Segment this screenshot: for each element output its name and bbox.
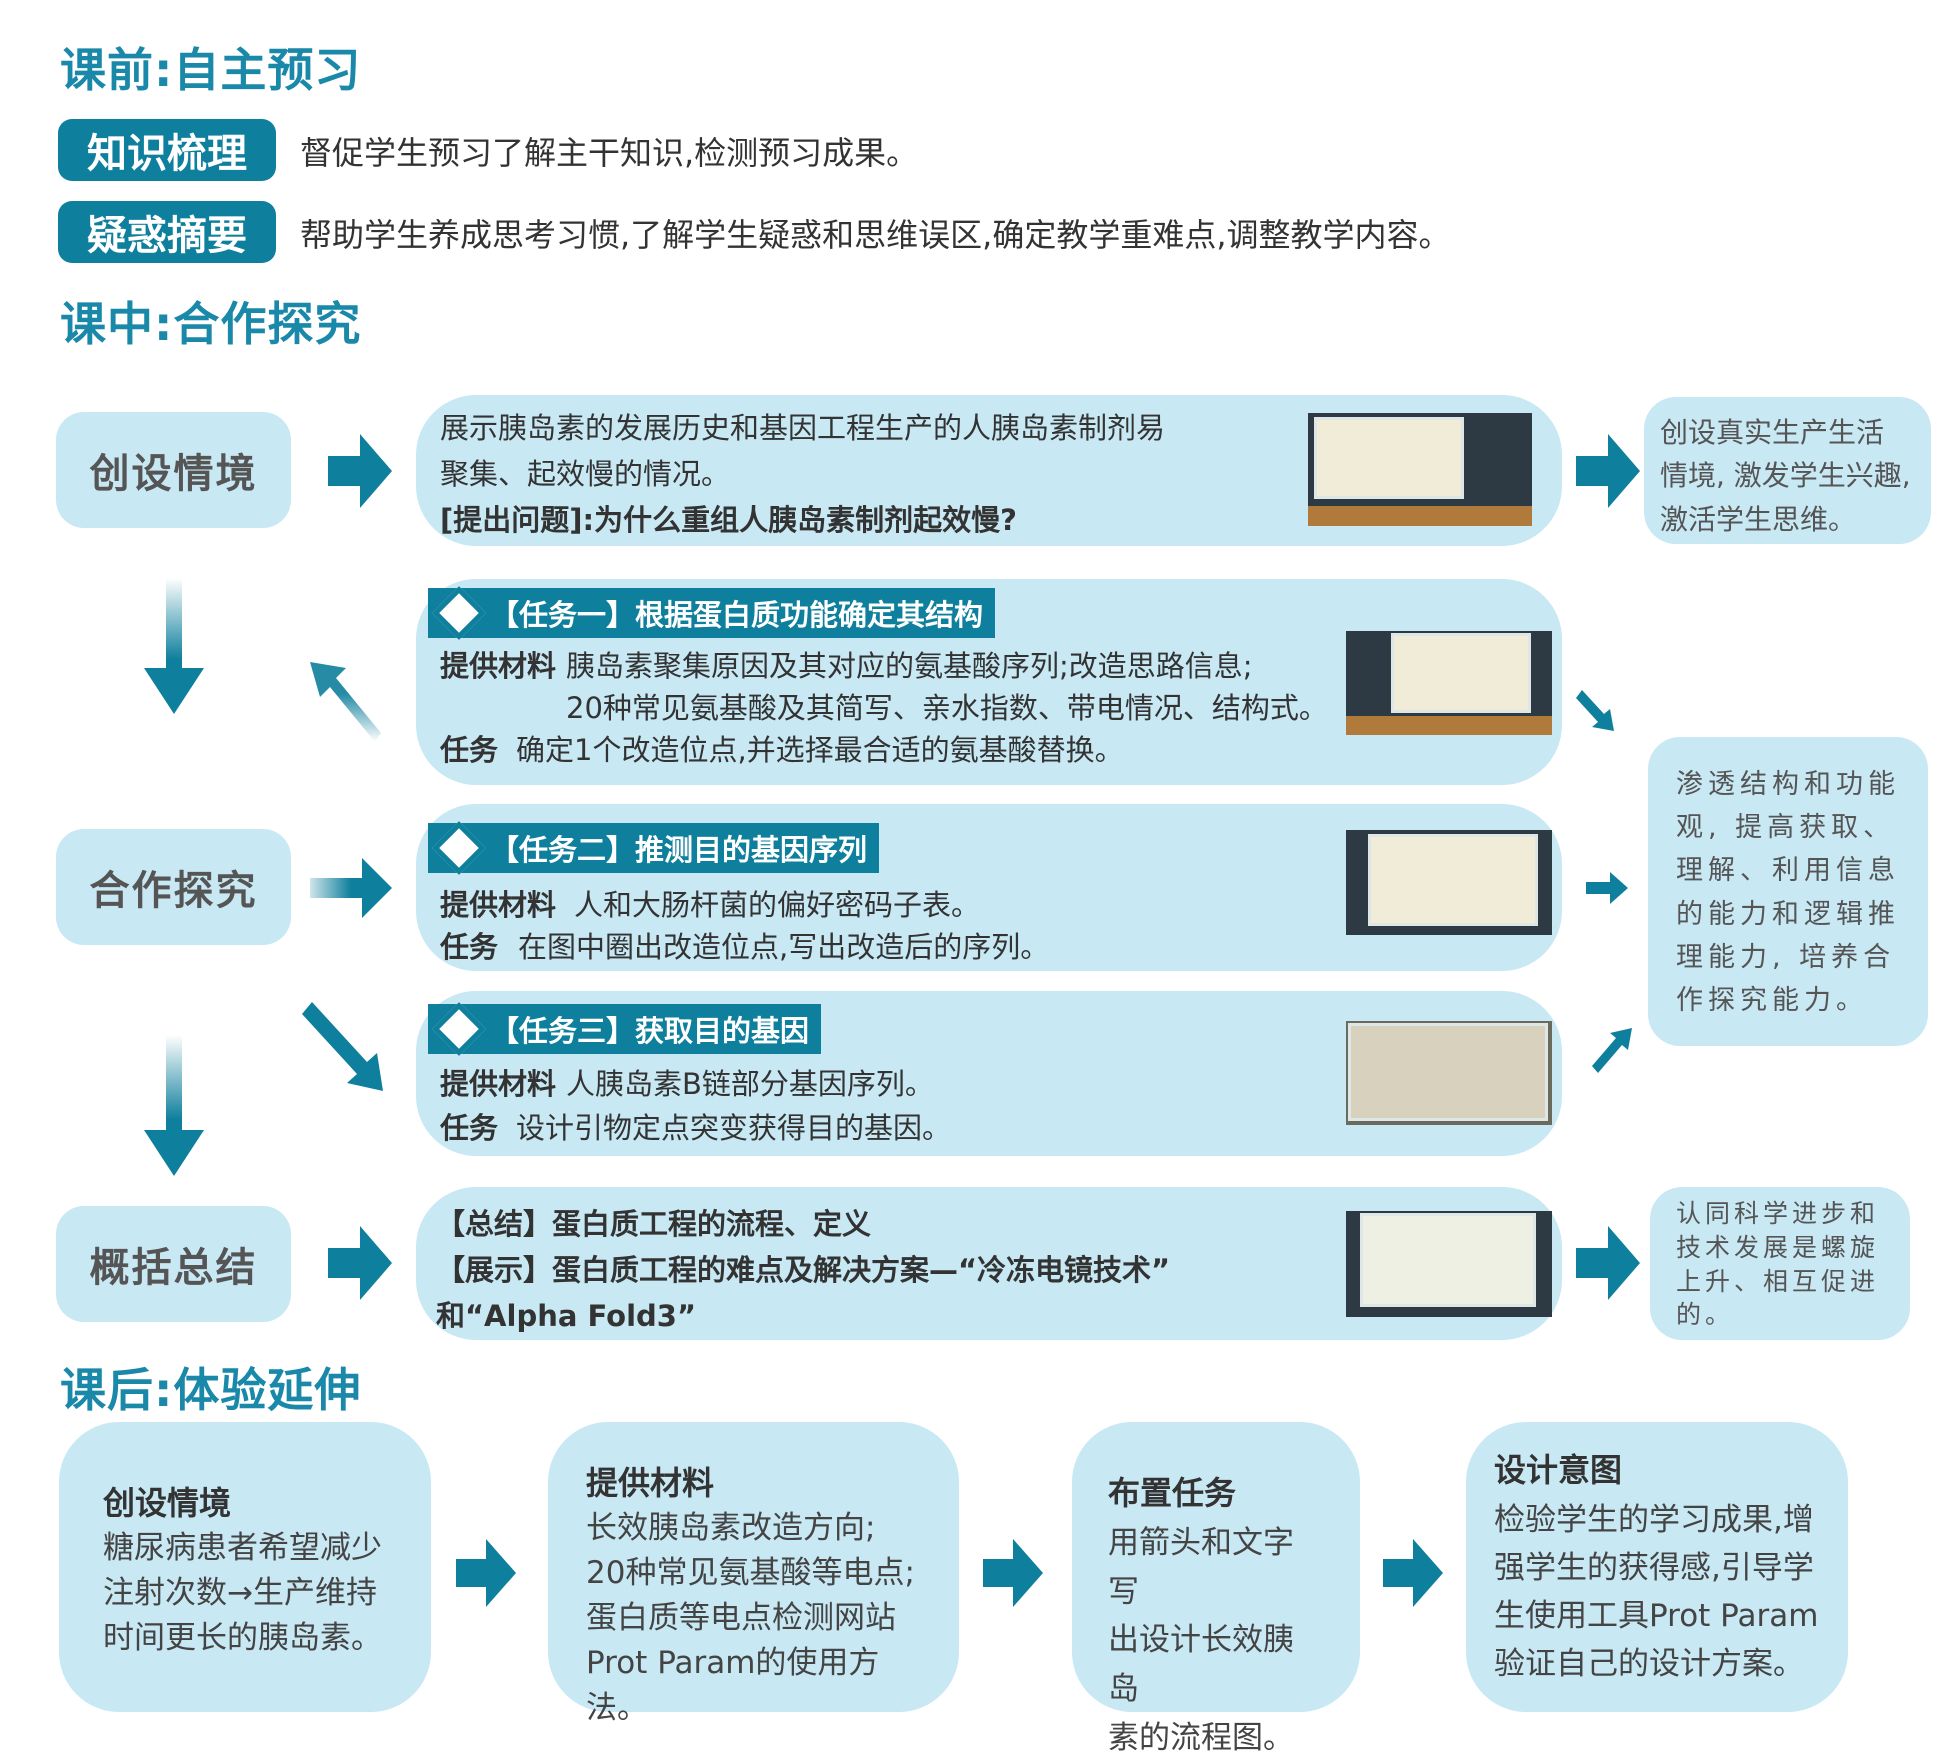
- post-box-heading: 创设情境: [103, 1484, 232, 1522]
- post-box-line: 注射次数→生产维持: [103, 1575, 377, 1612]
- arrow-right-icon: [328, 434, 392, 508]
- goal-line: 理能力, 培养合: [1676, 941, 1896, 973]
- arrow-down-right-icon: [1576, 690, 1614, 731]
- arrow-right-icon: [1586, 872, 1628, 904]
- post-box-line: 出设计长效胰岛: [1108, 1622, 1294, 1708]
- arrow-right-icon: [1383, 1539, 1443, 1607]
- classroom-photo: [1308, 413, 1532, 526]
- stage-summary: 概括总结: [56, 1206, 291, 1322]
- task-text: 在图中圈出改造位点,写出改造后的序列。: [518, 930, 1050, 964]
- post-box-line: 用箭头和文字写: [1108, 1524, 1294, 1610]
- post-box-line: 糖尿病患者希望减少: [103, 1530, 382, 1567]
- post-box-line: 验证自己的设计方案。: [1494, 1645, 1804, 1682]
- summary-box: 【总结】蛋白质工程的流程、定义 【展示】蛋白质工程的难点及解决方案—“冷冻电镜技…: [416, 1187, 1562, 1340]
- arrow-up-right-icon: [1592, 1028, 1632, 1073]
- classroom-photo: [1346, 1021, 1552, 1125]
- arrow-down-right-icon: [302, 1002, 383, 1091]
- summary-line: 和“Alpha Fold3”: [436, 1299, 697, 1333]
- classroom-photo: [1346, 631, 1552, 735]
- summary-line: 【展示】蛋白质工程的难点及解决方案—“冷冻电镜技术”: [436, 1253, 1171, 1287]
- goal-line: 技术发展是螺旋: [1676, 1232, 1880, 1262]
- material-text: 人胰岛素B链部分基因序列。: [566, 1067, 934, 1101]
- post-box-line: 20种常见氨基酸等电点;: [586, 1555, 915, 1592]
- task-tag-label: 【任务二】推测目的基因序列: [490, 833, 868, 867]
- section-title-post: 课后:体验延伸: [60, 1363, 362, 1417]
- material-label: 提供材料: [440, 888, 557, 922]
- task-label: 任务: [440, 930, 499, 964]
- summary-goal: 认同科学进步和 技术发展是螺旋 上升、相互促进 的。: [1650, 1187, 1910, 1340]
- goal-line: 观, 提高获取、: [1676, 812, 1896, 844]
- summary-line: 【总结】蛋白质工程的流程、定义: [436, 1207, 872, 1241]
- arrow-up-right-icon: [310, 662, 381, 742]
- post-box-scenario: 创设情境 糖尿病患者希望减少 注射次数→生产维持 时间更长的胰岛素。: [59, 1422, 431, 1712]
- post-box-line: 生使用工具Prot Param: [1494, 1597, 1819, 1634]
- badge-knowledge: 知识梳理: [58, 119, 276, 181]
- goal-line: 渗透结构和功能: [1676, 769, 1900, 800]
- goal-line: 激活学生思维。: [1660, 502, 1857, 536]
- stage-cooperation: 合作探究: [56, 829, 291, 945]
- task-2-box: 【任务二】推测目的基因序列 提供材料 人和大肠杆菌的偏好密码子表。 任务 在图中…: [416, 804, 1562, 971]
- post-box-line: Prot Param的使用方法。: [586, 1645, 880, 1727]
- material-text: 20种常见氨基酸及其简写、亲水指数、带电情况、结构式。: [566, 691, 1328, 725]
- post-box-line: 强学生的获得感,引导学: [1494, 1549, 1814, 1586]
- badge-questions: 疑惑摘要: [58, 201, 276, 263]
- task-text: 设计引物定点突变获得目的基因。: [516, 1111, 952, 1145]
- stage-scenario: 创设情境: [56, 412, 291, 528]
- post-box-heading: 设计意图: [1494, 1451, 1623, 1489]
- goal-line: 认同科学进步和: [1676, 1199, 1880, 1228]
- arrow-right-icon: [1576, 1226, 1640, 1300]
- arrow-right-icon: [456, 1539, 516, 1607]
- arrow-down-icon: [144, 1035, 204, 1176]
- material-text: 人和大肠杆菌的偏好密码子表。: [574, 888, 981, 922]
- post-box-intent: 设计意图 检验学生的学习成果,增 强学生的获得感,引导学 生使用工具Prot P…: [1466, 1422, 1848, 1712]
- goal-line: 理解、利用信息: [1676, 855, 1900, 887]
- task-3-box: 【任务三】获取目的基因 提供材料 人胰岛素B链部分基因序列。 任务 设计引物定点…: [416, 991, 1562, 1156]
- goal-line: 创设真实生产生活: [1660, 416, 1885, 449]
- goal-line: 上升、相互促进: [1676, 1266, 1880, 1296]
- arrow-right-icon: [328, 1226, 392, 1300]
- post-box-materials: 提供材料 长效胰岛素改造方向; 20种常见氨基酸等电点; 蛋白质等电点检测网站 …: [548, 1422, 959, 1726]
- tasks-goal: 渗透结构和功能 观, 提高获取、 理解、利用信息 的能力和逻辑推 理能力, 培养…: [1648, 737, 1928, 1046]
- scenario-line: 聚集、起效慢的情况。: [440, 457, 731, 491]
- goal-line: 的。: [1676, 1300, 1735, 1330]
- material-label: 提供材料: [440, 649, 557, 683]
- task-tag-label: 【任务一】根据蛋白质功能确定其结构: [490, 598, 984, 632]
- task-2-tag: 【任务二】推测目的基因序列: [428, 821, 880, 875]
- material-text: 胰岛素聚集原因及其对应的氨基酸序列;改造思路信息;: [566, 649, 1253, 683]
- task-1-box: 【任务一】根据蛋白质功能确定其结构 提供材料 胰岛素聚集原因及其对应的氨基酸序列…: [416, 579, 1562, 785]
- classroom-photo: [1346, 830, 1552, 935]
- scenario-question: [提出问题]:为什么重组人胰岛素制剂起效慢?: [440, 503, 1017, 537]
- arrow-right-icon: [1576, 434, 1640, 508]
- goal-line: 作探究能力。: [1676, 984, 1868, 1016]
- arrow-right-icon: [310, 858, 392, 918]
- task-tag-label: 【任务三】获取目的基因: [490, 1014, 810, 1048]
- arrow-down-icon: [144, 578, 204, 714]
- post-box-line: 长效胰岛素改造方向;: [586, 1510, 876, 1547]
- post-box-line: 时间更长的胰岛素。: [103, 1620, 382, 1657]
- post-box-line: 素的流程图。: [1108, 1720, 1294, 1757]
- scenario-line: 展示胰岛素的发展历史和基因工程生产的人胰岛素制剂易: [440, 411, 1166, 445]
- section-title-mid: 课中:合作探究: [60, 297, 362, 351]
- task-1-tag: 【任务一】根据蛋白质功能确定其结构: [428, 586, 996, 640]
- classroom-photo: [1346, 1211, 1552, 1317]
- scenario-box: 展示胰岛素的发展历史和基因工程生产的人胰岛素制剂易 聚集、起效慢的情况。 [提出…: [416, 395, 1562, 546]
- arrow-right-icon: [983, 1539, 1043, 1607]
- knowledge-text: 督促学生预习了解主干知识,检测预习成果。: [300, 134, 919, 172]
- post-box-line: 蛋白质等电点检测网站: [586, 1600, 896, 1637]
- goal-line: 的能力和逻辑推: [1676, 898, 1900, 930]
- task-label: 任务: [440, 733, 499, 767]
- section-title-pre: 课前:自主预习: [60, 43, 362, 97]
- post-box-heading: 布置任务: [1108, 1474, 1237, 1512]
- questions-text: 帮助学生养成思考习惯,了解学生疑惑和思维误区,确定教学重难点,调整教学内容。: [300, 216, 1451, 254]
- material-label: 提供材料: [440, 1067, 557, 1101]
- post-box-task: 布置任务 用箭头和文字写 出设计长效胰岛 素的流程图。: [1072, 1422, 1360, 1756]
- task-label: 任务: [440, 1111, 499, 1145]
- task-3-tag: 【任务三】获取目的基因: [428, 1002, 822, 1056]
- post-box-line: 检验学生的学习成果,增: [1494, 1501, 1814, 1538]
- scenario-goal: 创设真实生产生活 情境, 激发学生兴趣, 激活学生思维。: [1644, 397, 1931, 544]
- task-text: 确定1个改造位点,并选择最合适的氨基酸替换。: [516, 733, 1124, 767]
- goal-line: 情境, 激发学生兴趣,: [1660, 459, 1911, 493]
- post-box-heading: 提供材料: [586, 1464, 715, 1502]
